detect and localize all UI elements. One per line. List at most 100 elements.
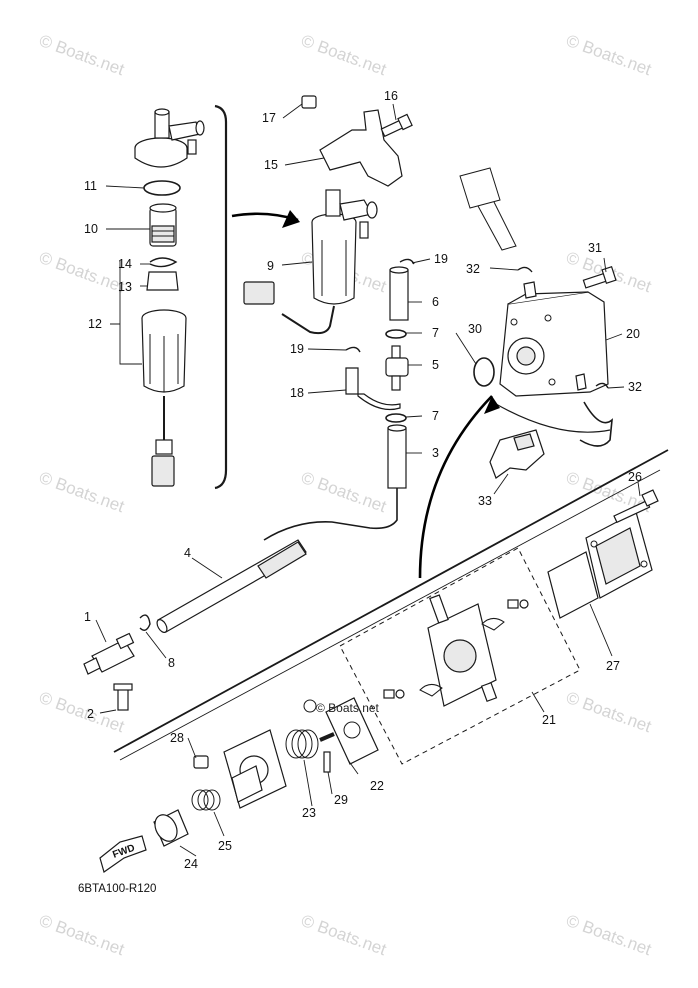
primer-line-ghost: [459, 167, 517, 251]
pump-pin: [319, 732, 335, 742]
copyright-mark: [303, 699, 317, 713]
callout-19a: 19: [434, 252, 448, 266]
callout-24: 24: [184, 857, 198, 871]
watermark-layer: © Boats.net © Boats.net © Boats.net © Bo…: [37, 31, 654, 959]
filter-bowl: [141, 309, 187, 487]
callout-17: 17: [262, 111, 276, 125]
leader-lines: [95, 103, 641, 857]
callout-19b: 19: [290, 342, 304, 356]
callout-25: 25: [218, 839, 232, 853]
hose-long: [387, 427, 407, 489]
callout-7a: 7: [432, 326, 439, 340]
hex-nut: [193, 755, 209, 769]
watermark: © Boats.net: [299, 468, 389, 516]
callout-labels: 11 10 14 13 12 17 16 15 9 19 6 7 5 19 18…: [84, 89, 642, 871]
filter-exploded-group: [134, 104, 228, 490]
mount-bracket: [319, 109, 403, 187]
watermark: © Boats.net: [564, 911, 654, 959]
hose-clamp: [385, 329, 407, 339]
callout-9: 9: [267, 259, 274, 273]
diagram-code: 6BTA100-R120: [78, 883, 156, 895]
bracket-bolt: [380, 113, 413, 138]
callout-30: 30: [468, 322, 482, 336]
callout-20: 20: [626, 327, 640, 341]
pump-plate: [325, 697, 379, 765]
grommet: [301, 95, 317, 109]
group-bracket: [214, 104, 228, 490]
hex-nut: [146, 271, 179, 291]
o-ring: [473, 357, 495, 387]
pump-cover: [585, 511, 653, 599]
center-watermark: © Boats.net: [316, 701, 380, 715]
callout-33: 33: [478, 494, 492, 508]
watermark: © Boats.net: [564, 31, 654, 79]
watermark: © Boats.net: [37, 468, 127, 516]
pump-housing: [223, 729, 287, 809]
callout-22: 22: [370, 779, 384, 793]
pump-chamber: [383, 594, 529, 707]
hose-holder: [489, 429, 545, 479]
callout-27: 27: [606, 659, 620, 673]
clip: [399, 258, 415, 265]
forward-indicator: FWD: [99, 835, 147, 873]
callout-2: 2: [87, 707, 94, 721]
watermark: © Boats.net: [37, 911, 127, 959]
clip: [149, 257, 178, 268]
filter-top-cap: [134, 108, 205, 168]
dowel-pin: [323, 751, 331, 773]
callout-3: 3: [432, 446, 439, 460]
fuel-hose-main: [156, 539, 307, 633]
callout-10: 10: [84, 222, 98, 236]
clip: [139, 614, 151, 631]
watermark: © Boats.net: [37, 688, 127, 736]
engine-outline: [113, 449, 669, 753]
callout-7b: 7: [432, 409, 439, 423]
callout-4: 4: [184, 546, 191, 560]
callout-6: 6: [432, 295, 439, 309]
pump-hose: [579, 401, 613, 447]
fuel-filter: [311, 189, 378, 305]
wire-connector: [243, 281, 275, 305]
callout-23: 23: [302, 806, 316, 820]
callout-1: 1: [84, 610, 91, 624]
watermark: © Boats.net: [299, 911, 389, 959]
hose-route: [495, 403, 611, 433]
fuel-pump: [499, 281, 609, 397]
plunger-spring: [191, 789, 221, 811]
diaphragm-gasket: [547, 551, 599, 619]
engine-outline: [119, 469, 661, 761]
watermark: © Boats.net: [299, 31, 389, 79]
callout-32b: 32: [628, 380, 642, 394]
callout-16: 16: [384, 89, 398, 103]
pump-spring: [285, 729, 319, 759]
callout-5: 5: [432, 358, 439, 372]
callout-21: 21: [542, 713, 556, 727]
callout-8: 8: [168, 656, 175, 670]
callout-18: 18: [290, 386, 304, 400]
assembly-arrow: [418, 395, 493, 579]
callout-14: 14: [118, 257, 132, 271]
plunger: [153, 809, 189, 847]
watermark: © Boats.net: [37, 248, 127, 296]
hose-short: [389, 269, 409, 321]
callout-13: 13: [118, 280, 132, 294]
clip: [595, 382, 609, 389]
callout-26: 26: [628, 470, 642, 484]
watermark: © Boats.net: [564, 688, 654, 736]
filter-bracket-assembly: [243, 95, 415, 489]
filter-strainer: [149, 203, 177, 247]
sensor-wire: [281, 305, 335, 335]
kit-boundary: [339, 547, 581, 765]
hose-route: [263, 488, 398, 541]
arrow-head: [484, 396, 500, 414]
hose-joint: [385, 345, 409, 391]
callout-11: 11: [84, 179, 97, 193]
callout-29: 29: [334, 793, 348, 807]
watermark: © Boats.net: [37, 31, 127, 79]
fuel-pipe: [345, 367, 401, 411]
clip: [517, 266, 533, 273]
connector-bolt: [113, 683, 133, 711]
o-ring: [143, 180, 181, 196]
